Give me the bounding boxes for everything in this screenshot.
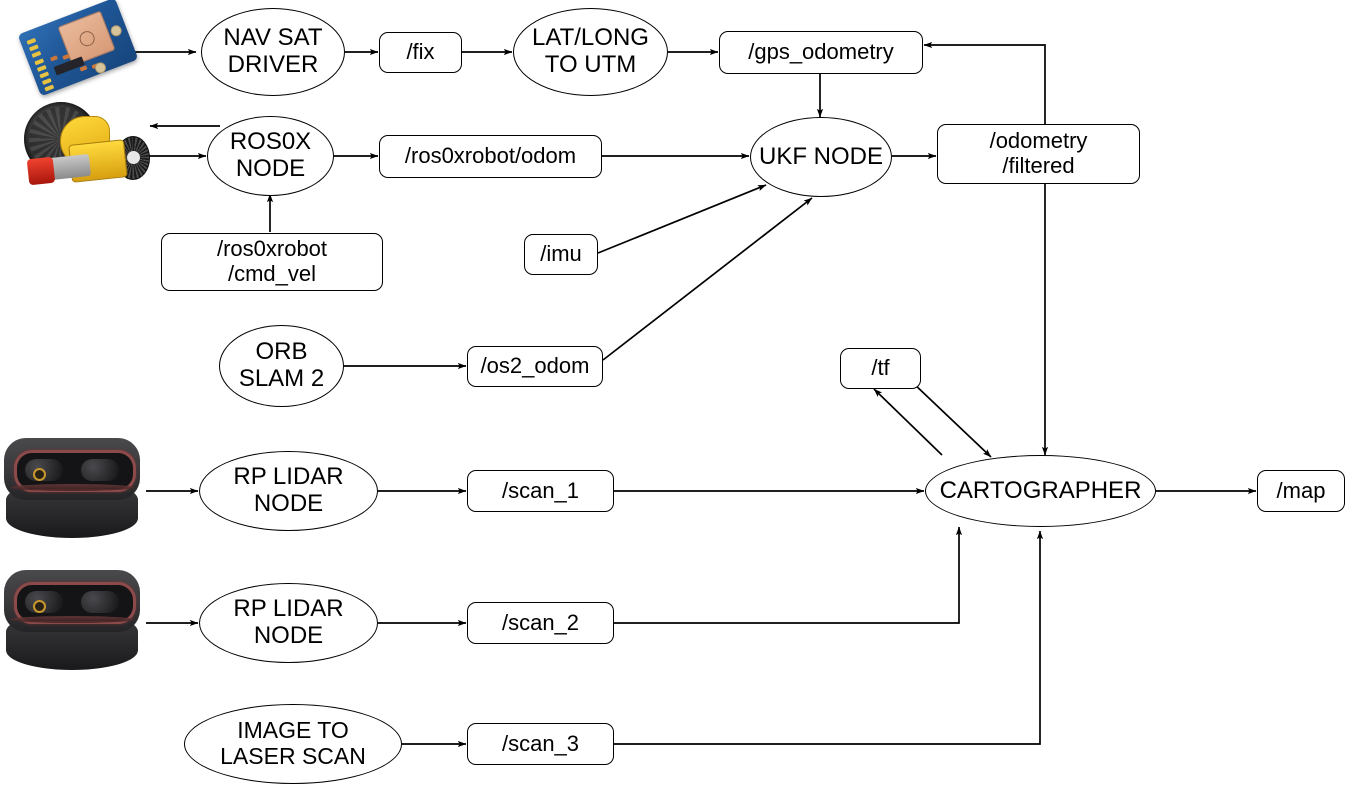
topic-ros0xrobot-cmd-vel[interactable]: /ros0xrobot /cmd_vel: [161, 233, 383, 291]
topic-scan-3[interactable]: /scan_3: [467, 723, 614, 765]
topic-map[interactable]: /map: [1257, 470, 1345, 512]
rplidar-photo-2: [0, 566, 146, 678]
edge-tf-to-cartographer: [911, 381, 992, 458]
edge-scan-2-to-cartographer: [614, 526, 963, 624]
edge-scan-3-to-cartographer: [614, 530, 1044, 745]
topic-odometry-filtered[interactable]: /odometry /filtered: [937, 124, 1140, 184]
node-cartographer[interactable]: CARTOGRAPHER: [925, 455, 1156, 527]
edge-cartographer-to-tf: [873, 388, 943, 456]
gps-module-photo: [17, 0, 148, 98]
edge-odometry-filtered-to-gps-odometry: [923, 41, 1046, 124]
node-rp-lidar-node-2[interactable]: RP LIDAR NODE: [199, 583, 378, 663]
gps-pin-header: [26, 37, 55, 95]
node-nav-sat-driver[interactable]: NAV SAT DRIVER: [201, 8, 345, 96]
edge-imu-to-ukf: [597, 184, 767, 254]
topic-fix[interactable]: /fix: [379, 32, 462, 73]
node-ros0x-node[interactable]: ROS0X NODE: [207, 116, 334, 196]
topic-tf[interactable]: /tf: [840, 348, 921, 389]
node-orb-slam-2[interactable]: ORB SLAM 2: [219, 325, 344, 407]
topic-scan-1[interactable]: /scan_1: [467, 470, 614, 512]
topic-scan-2[interactable]: /scan_2: [467, 602, 614, 644]
wheel-motor-photo: [22, 98, 154, 202]
topic-gps-odometry[interactable]: /gps_odometry: [719, 31, 923, 74]
edge-os2-odom-to-ukf: [602, 197, 813, 361]
node-rp-lidar-node-1[interactable]: RP LIDAR NODE: [199, 451, 378, 531]
topic-ros0xrobot-odom[interactable]: /ros0xrobot/odom: [379, 135, 602, 178]
topic-os2-odom[interactable]: /os2_odom: [467, 346, 603, 387]
node-lat-long-to-utm[interactable]: LAT/LONG TO UTM: [513, 8, 668, 96]
topic-imu[interactable]: /imu: [524, 234, 598, 275]
node-ukf-node[interactable]: UKF NODE: [750, 117, 892, 197]
rplidar-photo-1: [0, 434, 146, 546]
node-image-to-laser-scan[interactable]: IMAGE TO LASER SCAN: [184, 704, 402, 784]
